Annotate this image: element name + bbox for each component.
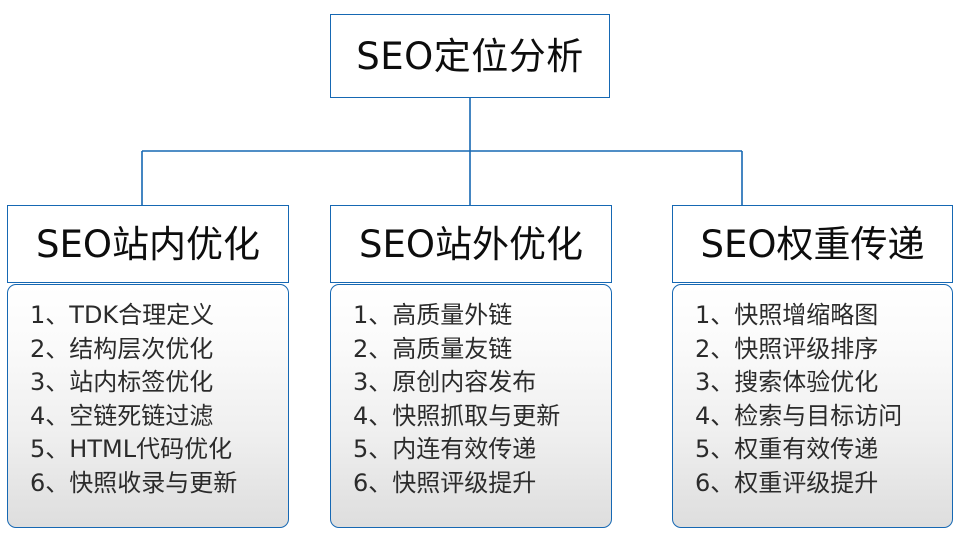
list-item-number: 6、 bbox=[353, 468, 393, 497]
root-node[interactable]: SEO定位分析 bbox=[330, 14, 610, 98]
branch-header-2[interactable]: SEO站外优化 bbox=[330, 205, 612, 283]
list-item-number: 2、 bbox=[695, 334, 735, 363]
list-item-text: 高质量外链 bbox=[392, 301, 513, 329]
list-item-number: 5、 bbox=[695, 435, 735, 463]
list-item-number: 2、 bbox=[30, 334, 70, 363]
list-item-number: 1、 bbox=[30, 301, 70, 329]
list-item-text: 站内标签优化 bbox=[69, 368, 214, 396]
list-item-text: 检索与目标访问 bbox=[734, 401, 903, 430]
list-item: 1、TDK合理定义 bbox=[30, 299, 237, 333]
list-item-text: 原创内容发布 bbox=[392, 368, 537, 396]
list-item-text: 权重有效传递 bbox=[734, 435, 879, 463]
list-item: 1、快照增缩略图 bbox=[695, 299, 902, 333]
branch-header-2-label: SEO站外优化 bbox=[359, 222, 583, 266]
list-item-text: 内连有效传递 bbox=[392, 435, 537, 463]
list-item: 2、高质量友链 bbox=[353, 333, 560, 367]
list-item-text: 快照增缩略图 bbox=[734, 301, 879, 329]
list-item: 2、结构层次优化 bbox=[30, 333, 237, 367]
branch-1-item-list: 1、TDK合理定义 2、结构层次优化 3、站内标签优化 4、空链死链过滤 5、H… bbox=[8, 299, 237, 500]
list-item: 4、快照抓取与更新 bbox=[353, 400, 560, 434]
list-item-number: 3、 bbox=[695, 368, 735, 396]
list-item: 4、检索与目标访问 bbox=[695, 400, 902, 434]
list-item: 6、快照评级提升 bbox=[353, 467, 560, 501]
list-item: 3、站内标签优化 bbox=[30, 366, 237, 400]
list-item-number: 1、 bbox=[353, 301, 393, 329]
list-item-number: 4、 bbox=[353, 401, 393, 430]
branch-column-3: SEO权重传递 1、快照增缩略图 2、快照评级排序 3、搜索体验优化 4、检索与… bbox=[672, 205, 953, 528]
list-item-text: 快照评级提升 bbox=[392, 468, 537, 497]
list-item: 1、高质量外链 bbox=[353, 299, 560, 333]
list-item-text: 快照抓取与更新 bbox=[392, 401, 561, 430]
branch-body-3: 1、快照增缩略图 2、快照评级排序 3、搜索体验优化 4、检索与目标访问 5、权… bbox=[672, 284, 953, 528]
list-item: 3、原创内容发布 bbox=[353, 366, 560, 400]
branch-2-item-list: 1、高质量外链 2、高质量友链 3、原创内容发布 4、快照抓取与更新 5、内连有… bbox=[331, 299, 560, 500]
list-item-text: 空链死链过滤 bbox=[69, 401, 214, 430]
branch-body-2: 1、高质量外链 2、高质量友链 3、原创内容发布 4、快照抓取与更新 5、内连有… bbox=[330, 284, 612, 528]
branch-header-3[interactable]: SEO权重传递 bbox=[672, 205, 953, 283]
list-item-number: 5、 bbox=[30, 435, 70, 463]
list-item: 6、快照收录与更新 bbox=[30, 467, 237, 501]
branch-body-1: 1、TDK合理定义 2、结构层次优化 3、站内标签优化 4、空链死链过滤 5、H… bbox=[7, 284, 289, 528]
list-item: 5、内连有效传递 bbox=[353, 433, 560, 467]
branch-3-item-list: 1、快照增缩略图 2、快照评级排序 3、搜索体验优化 4、检索与目标访问 5、权… bbox=[673, 299, 902, 500]
list-item-number: 6、 bbox=[30, 468, 70, 497]
list-item: 6、权重评级提升 bbox=[695, 467, 902, 501]
list-item: 3、搜索体验优化 bbox=[695, 366, 902, 400]
list-item: 2、快照评级排序 bbox=[695, 333, 902, 367]
list-item-text: 快照收录与更新 bbox=[69, 468, 238, 497]
list-item-text: 快照评级排序 bbox=[734, 334, 879, 363]
list-item-number: 4、 bbox=[30, 401, 70, 430]
list-item: 5、权重有效传递 bbox=[695, 433, 902, 467]
list-item-text: 搜索体验优化 bbox=[734, 368, 879, 396]
list-item-text: 高质量友链 bbox=[392, 334, 513, 363]
list-item-text: HTML代码优化 bbox=[69, 435, 233, 463]
list-item: 5、HTML代码优化 bbox=[30, 433, 237, 467]
branch-header-1-label: SEO站内优化 bbox=[36, 222, 260, 266]
list-item-number: 2、 bbox=[353, 334, 393, 363]
branch-column-2: SEO站外优化 1、高质量外链 2、高质量友链 3、原创内容发布 4、快照抓取与… bbox=[330, 205, 612, 528]
list-item-number: 6、 bbox=[695, 468, 735, 497]
list-item-text: 结构层次优化 bbox=[69, 334, 214, 363]
list-item-number: 3、 bbox=[353, 368, 393, 396]
list-item-text: TDK合理定义 bbox=[69, 301, 215, 329]
list-item-number: 5、 bbox=[353, 435, 393, 463]
branch-header-1[interactable]: SEO站内优化 bbox=[7, 205, 289, 283]
root-node-label: SEO定位分析 bbox=[356, 34, 584, 78]
list-item-number: 4、 bbox=[695, 401, 735, 430]
list-item-number: 1、 bbox=[695, 301, 735, 329]
branch-column-1: SEO站内优化 1、TDK合理定义 2、结构层次优化 3、站内标签优化 4、空链… bbox=[7, 205, 289, 528]
list-item-number: 3、 bbox=[30, 368, 70, 396]
branch-header-3-label: SEO权重传递 bbox=[700, 222, 925, 266]
list-item-text: 权重评级提升 bbox=[734, 468, 879, 497]
list-item: 4、空链死链过滤 bbox=[30, 400, 237, 434]
